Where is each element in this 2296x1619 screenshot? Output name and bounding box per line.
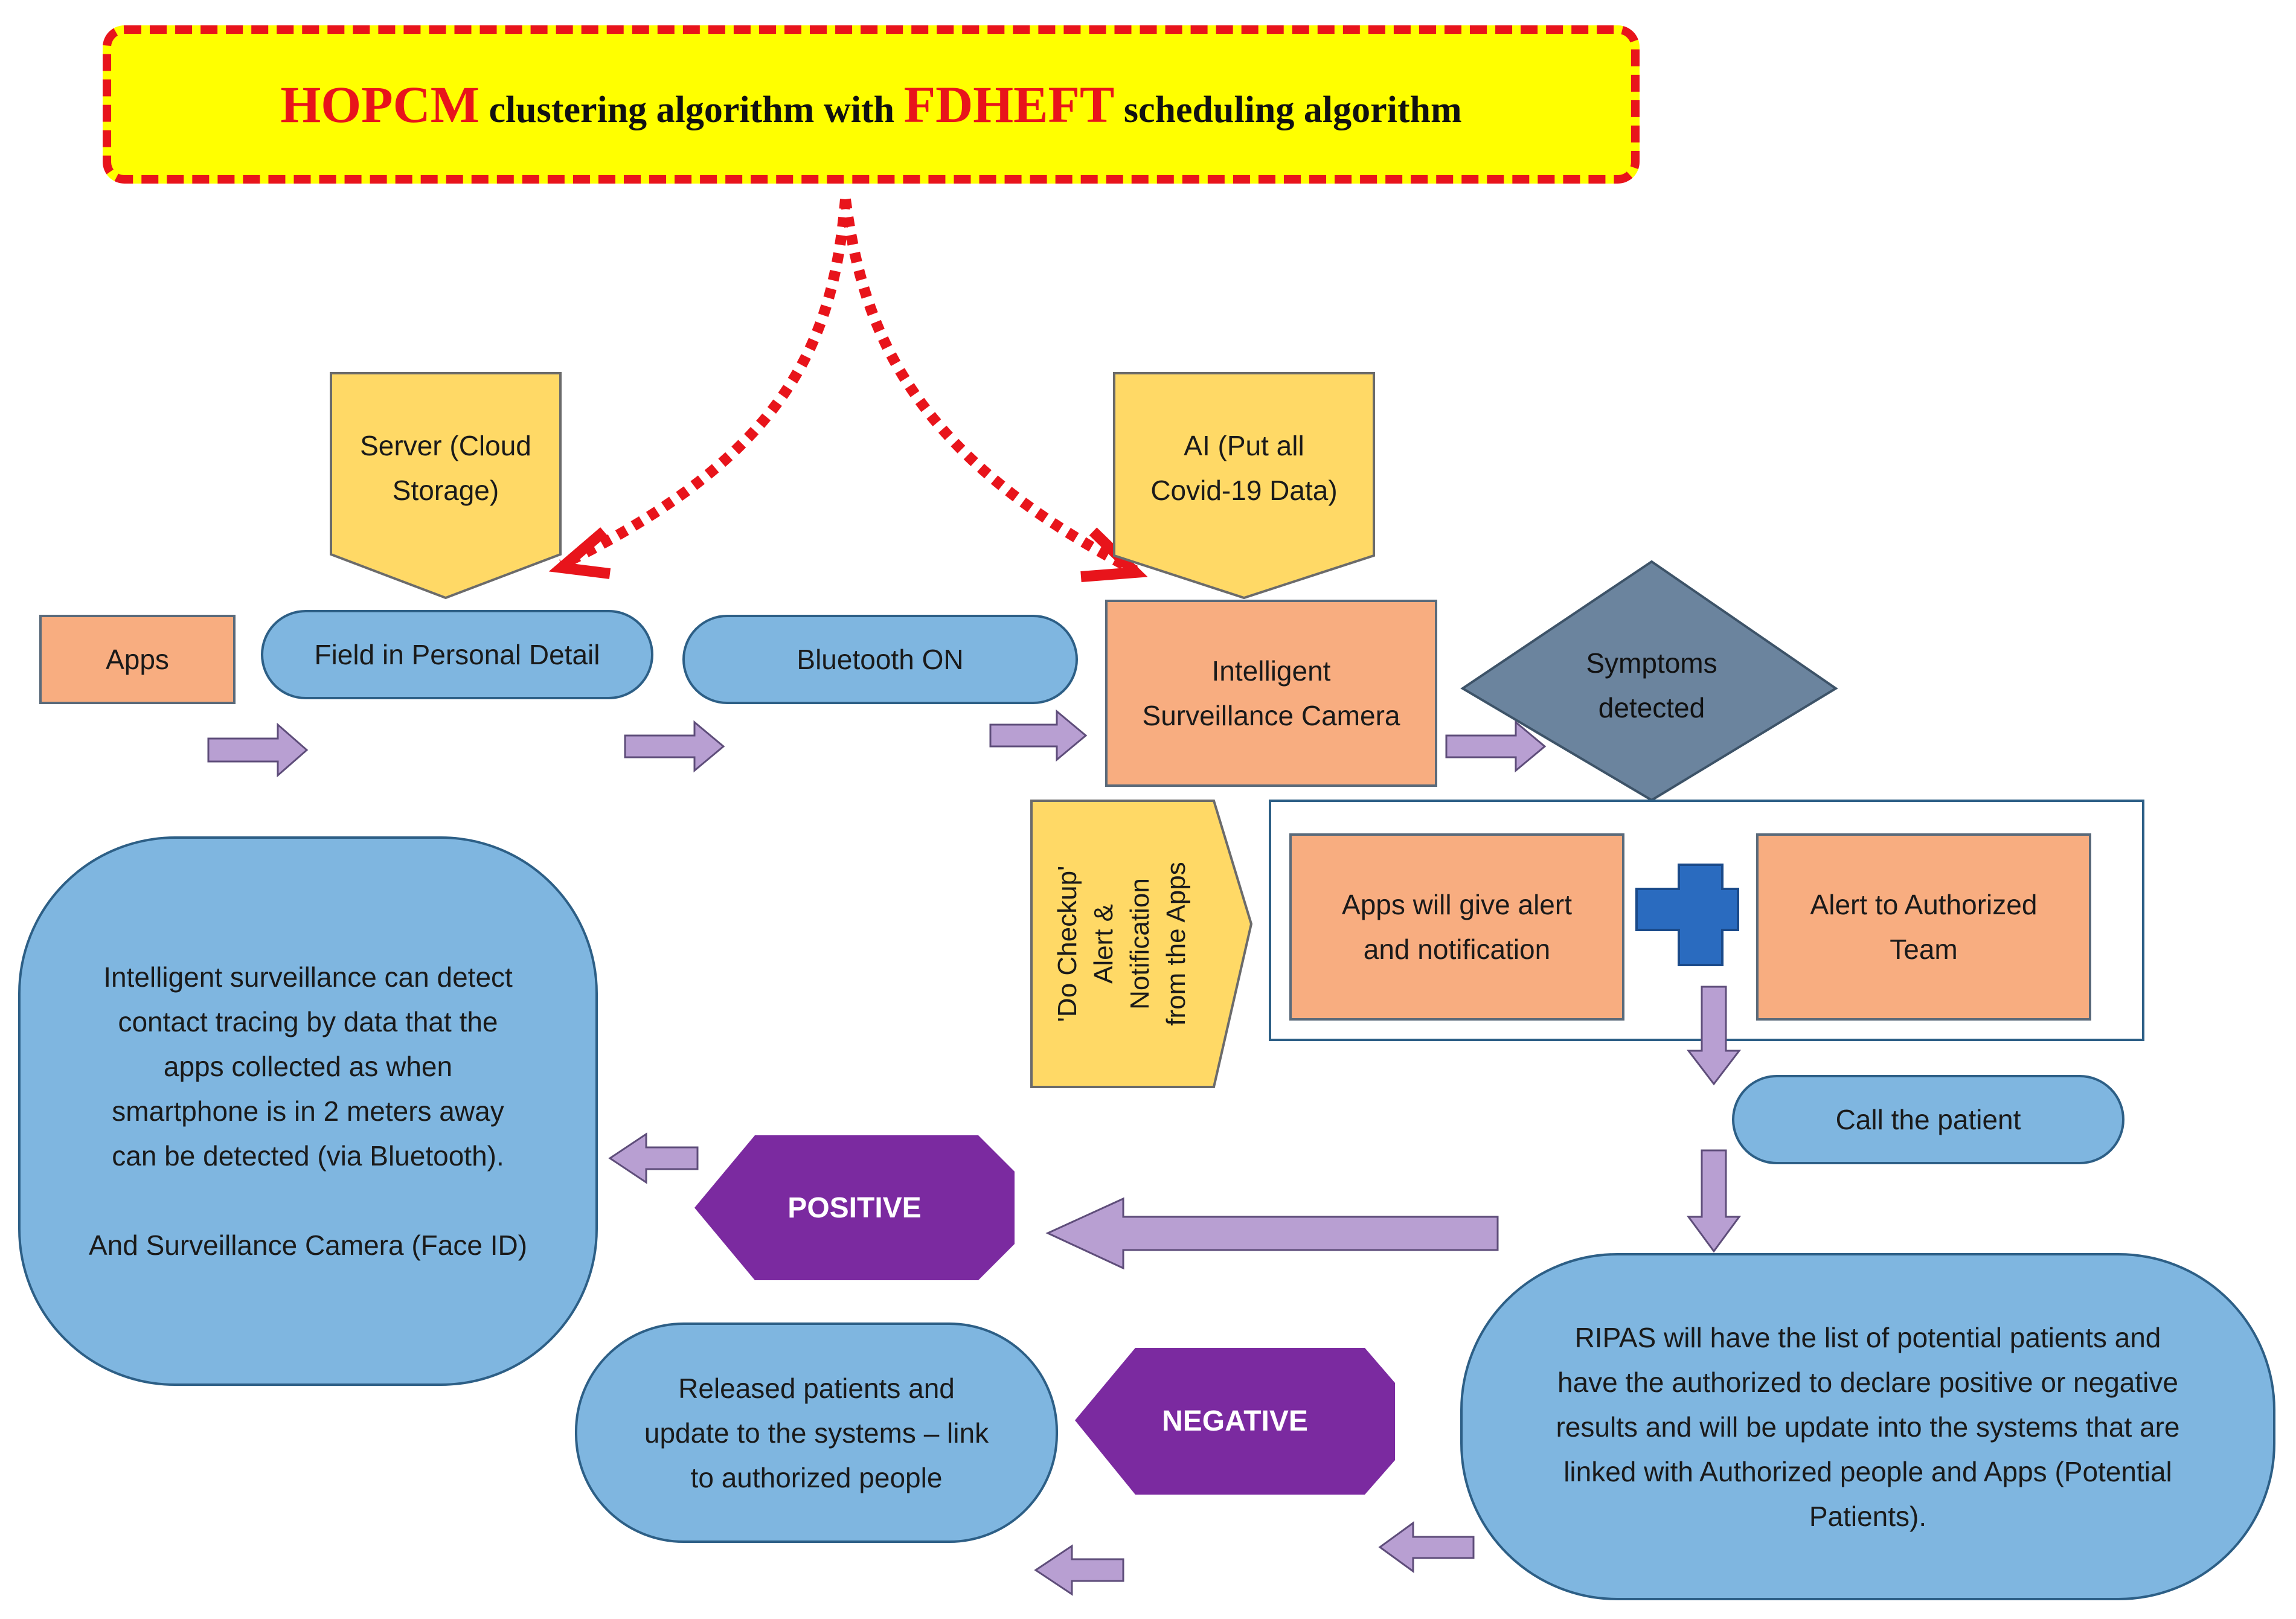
header-banner: HOPCM clustering algorithm with FDHEFT s… (103, 25, 1640, 184)
dotted-arrow-head-right (1080, 527, 1148, 582)
surveillance-detection-note: Intelligent surveillance can detect cont… (18, 836, 598, 1386)
released-patients: Released patients and update to the syst… (575, 1322, 1058, 1543)
negative-shape (1075, 1348, 1395, 1495)
apps-box: Apps (39, 615, 236, 704)
positive-label: POSITIVE (787, 1191, 922, 1224)
symptoms-detected: Symptoms detected (1586, 647, 1717, 723)
bluetooth-on: Bluetooth ON (682, 615, 1078, 704)
arrow-camera-to-symptoms (1445, 720, 1547, 773)
arrow-apps-to-field (207, 722, 309, 778)
checkup-callout-shape (1030, 800, 1253, 1088)
arrow-positive-to-surveillance (608, 1132, 699, 1184)
plus-cross-icon (1635, 864, 1739, 966)
server-callout-shape (330, 372, 562, 600)
arrow-field-to-bluetooth (624, 720, 725, 773)
arrow-alert-to-call (1686, 986, 1742, 1086)
ai-callout-shape (1113, 372, 1375, 600)
dotted-arrow-head-left (548, 527, 611, 579)
alert-team-box: Alert to Authorized Team (1756, 833, 2091, 1021)
arrow-ripas-to-negative (1378, 1521, 1475, 1573)
dotted-arrow-to-field (559, 199, 851, 570)
arrow-bluetooth-to-camera (989, 709, 1088, 762)
checkup-text: 'Do Checkup' Alert & Notification from t… (1053, 862, 1191, 1026)
field-personal-detail: Field in Personal Detail (261, 610, 653, 699)
positive-shape (694, 1135, 1015, 1280)
call-patient: Call the patient (1732, 1075, 2124, 1164)
checkup-callout: 'Do Checkup' Alert & Notification from t… (1031, 801, 1213, 1087)
header-hopcm: HOPCM (280, 75, 479, 133)
arrow-negative-to-released (1034, 1544, 1124, 1596)
server-callout: Server (Cloud Storage) (360, 430, 531, 506)
dotted-arrow-to-camera (840, 198, 1138, 576)
header-text-1: clustering algorithm with (479, 89, 904, 130)
surveillance-camera-box: Intelligent Surveillance Camera (1105, 600, 1437, 787)
apps-alert-box: Apps will give alert and notification (1289, 833, 1624, 1021)
arrow-call-to-ripas (1687, 1149, 1741, 1253)
arrow-ripas-to-positive (1045, 1197, 1499, 1270)
ripas-note: RIPAS will have the list of potential pa… (1460, 1253, 2275, 1600)
ai-callout: AI (Put all Covid-19 Data) (1150, 430, 1338, 506)
header-title: HOPCM clustering algorithm with FDHEFT s… (280, 74, 1461, 135)
negative-label: NEGATIVE (1162, 1405, 1308, 1437)
header-fdheft: FDHEFT (903, 75, 1115, 133)
header-text-2: scheduling algorithm (1114, 89, 1462, 130)
